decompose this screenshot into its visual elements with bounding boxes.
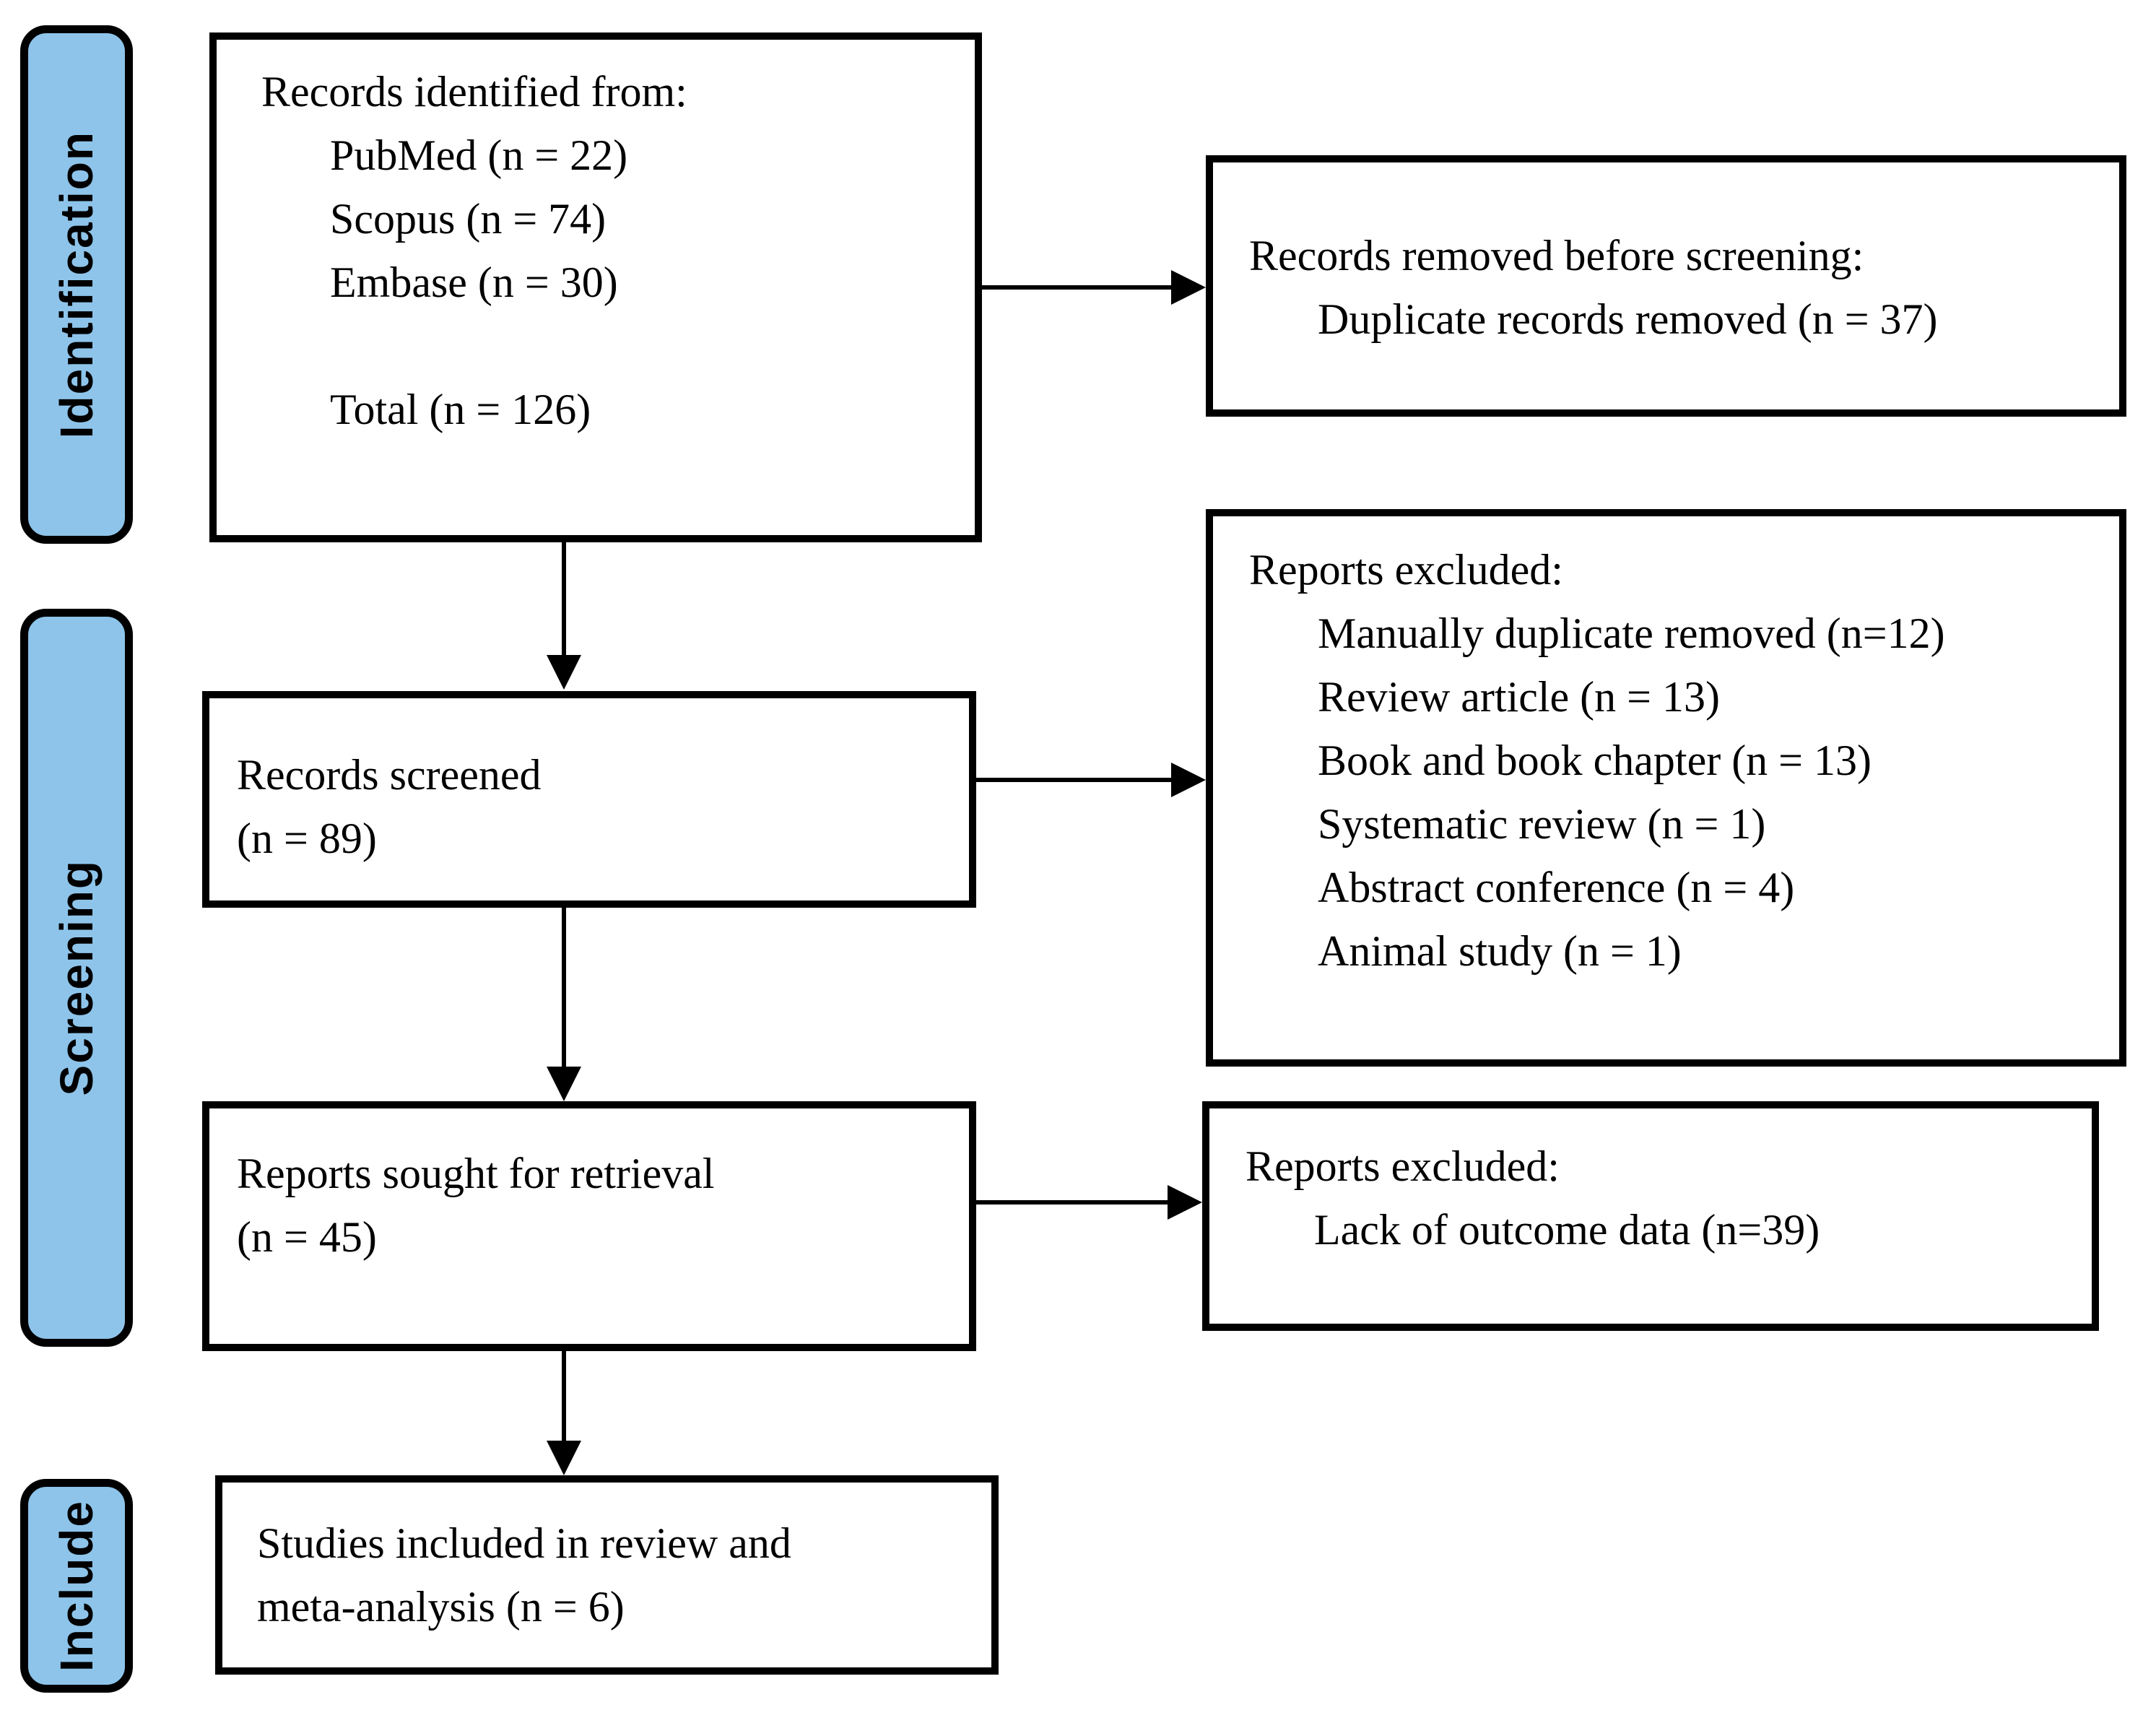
box-records-removed-before-screening: Records removed before screening: Duplic… bbox=[1206, 155, 2126, 417]
box-studies-included: Studies included in review and meta-anal… bbox=[215, 1475, 999, 1675]
excluded-review-article: Review article (n = 13) bbox=[1318, 673, 1720, 721]
box-records-screened-count: (n = 89) bbox=[237, 815, 377, 862]
arrow-sought-to-included-head-icon bbox=[547, 1441, 581, 1475]
box-studies-included-line2: meta-analysis (n = 6) bbox=[257, 1583, 625, 1631]
arrow-screened-to-sought-head-icon bbox=[547, 1067, 581, 1101]
arrow-sought-to-excluded-head-icon bbox=[1168, 1185, 1202, 1220]
stage-label-identification: Identification bbox=[20, 25, 133, 544]
box-records-identified: Records identified from: PubMed (n = 22)… bbox=[209, 32, 982, 542]
removed-duplicates: Duplicate records removed (n = 37) bbox=[1318, 295, 1938, 343]
arrow-sought-to-included-line bbox=[562, 1350, 566, 1444]
box-records-identified-heading: Records identified from: bbox=[261, 68, 687, 116]
box-reports-sought-line1: Reports sought for retrieval bbox=[237, 1150, 715, 1197]
excluded-abstract-conference: Abstract conference (n = 4) bbox=[1318, 864, 1795, 911]
arrow-identified-to-screened-line bbox=[562, 541, 566, 656]
box-reports-excluded-retrieval: Reports excluded: Lack of outcome data (… bbox=[1202, 1101, 2099, 1331]
box-records-removed-heading: Records removed before screening: bbox=[1249, 232, 1864, 279]
box-records-screened: Records screened (n = 89) bbox=[202, 691, 976, 908]
excluded-systematic-review: Systematic review (n = 1) bbox=[1318, 800, 1766, 848]
box-studies-included-line1: Studies included in review and bbox=[257, 1519, 791, 1567]
arrow-screened-to-excluded-line bbox=[975, 778, 1174, 782]
arrow-screened-to-sought-line bbox=[562, 906, 566, 1068]
stage-label-include: Include bbox=[20, 1479, 133, 1693]
source-pubmed: PubMed (n = 22) bbox=[330, 131, 628, 179]
stage-label-screening: Screening bbox=[20, 609, 133, 1347]
stage-label-screening-text: Screening bbox=[51, 859, 103, 1096]
excluded-book-chapter: Book and book chapter (n = 13) bbox=[1318, 737, 1872, 784]
source-scopus: Scopus (n = 74) bbox=[330, 195, 607, 243]
excluded-animal-study: Animal study (n = 1) bbox=[1318, 927, 1682, 975]
box-reports-excluded-retrieval-heading: Reports excluded: bbox=[1246, 1142, 1560, 1190]
arrow-screened-to-excluded-head-icon bbox=[1171, 763, 1206, 797]
box-reports-excluded-heading: Reports excluded: bbox=[1249, 546, 1563, 594]
source-embase: Embase (n = 30) bbox=[330, 259, 618, 306]
excluded-manual-duplicates: Manually duplicate removed (n=12) bbox=[1318, 609, 1945, 657]
stage-label-include-text: Include bbox=[51, 1499, 103, 1672]
box-records-screened-line1: Records screened bbox=[237, 751, 542, 799]
box-reports-sought-count: (n = 45) bbox=[237, 1213, 377, 1261]
records-total: Total (n = 126) bbox=[330, 386, 591, 433]
stage-label-identification-text: Identification bbox=[51, 130, 103, 439]
arrow-identified-to-removed-head-icon bbox=[1171, 270, 1206, 305]
arrow-identified-to-removed-line bbox=[981, 285, 1174, 290]
arrow-identified-to-screened-head-icon bbox=[547, 655, 581, 690]
arrow-sought-to-excluded-line bbox=[975, 1200, 1168, 1205]
box-reports-sought-retrieval: Reports sought for retrieval (n = 45) bbox=[202, 1101, 976, 1351]
excluded-lack-outcome-data: Lack of outcome data (n=39) bbox=[1314, 1206, 1820, 1254]
box-reports-excluded-screening: Reports excluded: Manually duplicate rem… bbox=[1206, 509, 2126, 1067]
